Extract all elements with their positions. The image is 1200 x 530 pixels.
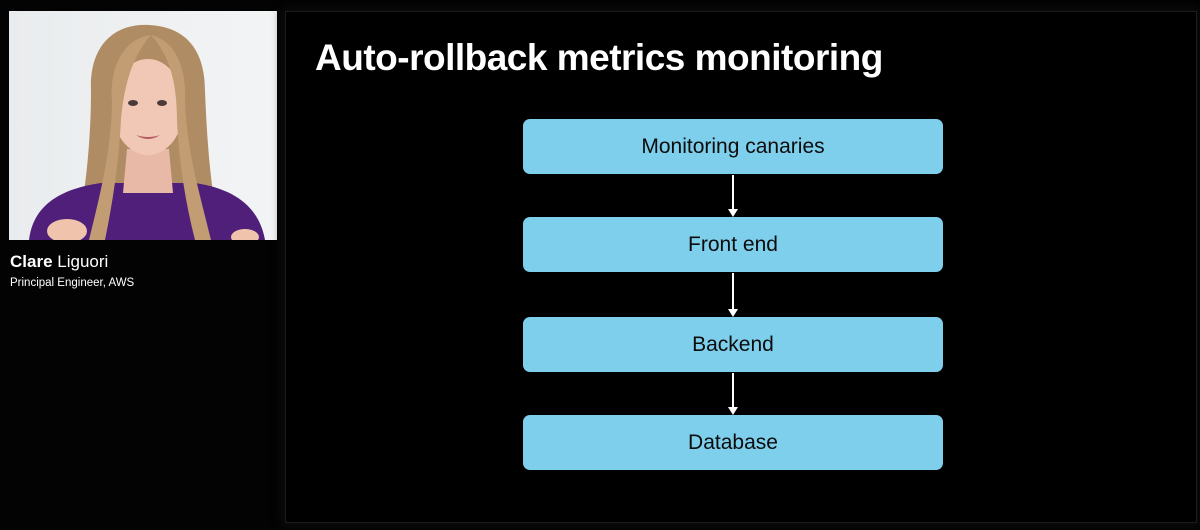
flow-box-backend: Backend: [523, 317, 943, 372]
flow-box-monitoring-canaries: Monitoring canaries: [523, 119, 943, 174]
down-arrow-icon: [728, 373, 738, 415]
flow-box-front-end: Front end: [523, 217, 943, 272]
speaker-video-image: [9, 11, 277, 240]
speaker-name: Clare Liguori: [10, 252, 108, 272]
down-arrow-icon: [728, 175, 738, 217]
speaker-video: [9, 11, 277, 240]
speaker-first-name: Clare: [10, 252, 53, 271]
speaker-title: Principal Engineer, AWS: [10, 277, 135, 289]
speaker-last-name: Liguori: [57, 252, 109, 271]
slide: Auto-rollback metrics monitoring Monitor…: [286, 12, 1196, 522]
flow-box-database: Database: [523, 415, 943, 470]
slide-title: Auto-rollback metrics monitoring: [315, 37, 883, 78]
down-arrow-icon: [728, 273, 738, 317]
